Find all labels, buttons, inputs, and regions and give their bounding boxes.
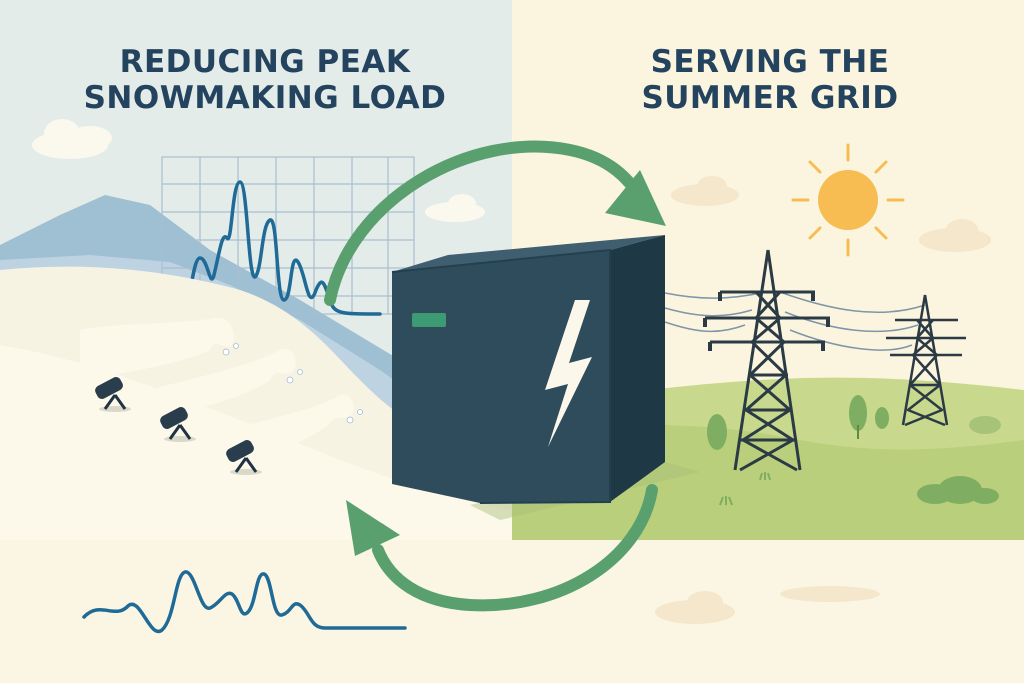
title-left-line-2: SNOWMAKING LOAD (83, 80, 447, 116)
bush-icon (969, 416, 1001, 434)
tree-icon (875, 407, 889, 429)
cloud-icon (32, 119, 112, 159)
title-left-line-1: REDUCING PEAK (119, 44, 411, 80)
title-left-panel: REDUCING PEAK SNOWMAKING LOAD (30, 44, 500, 116)
title-right-line-1: SERVING THE (650, 44, 890, 80)
bush-icon (917, 476, 999, 504)
power-pylon-icon (886, 294, 966, 427)
title-right-line-2: SUMMER GRID (641, 80, 899, 116)
tree-icon (849, 395, 867, 439)
cloud-icon (919, 219, 991, 252)
snow-wave-1 (80, 317, 235, 380)
snow-spray (222, 343, 363, 424)
cycle-arrow-icon (324, 140, 666, 306)
cloud-icon (655, 591, 735, 624)
lightning-bolt-icon (545, 300, 592, 447)
cloud-icon (780, 586, 880, 602)
battery-storage-unit (391, 235, 700, 520)
status-indicator (412, 313, 446, 327)
snow-cannon-icon (226, 440, 262, 475)
cloud-icon (671, 176, 739, 206)
snow-cannon-icon (95, 377, 131, 412)
peak-load-curve (160, 180, 382, 316)
snow-cannon-icon (160, 407, 196, 442)
insulators (703, 292, 830, 351)
grass-tufts (719, 472, 771, 506)
title-right-panel: SERVING THE SUMMER GRID (560, 44, 980, 116)
sun-icon (791, 143, 905, 257)
cloud-icon (425, 194, 485, 222)
snow-foreground (0, 345, 512, 540)
load-wave-line (82, 570, 407, 634)
power-pylon-icon (705, 249, 830, 472)
tree-icon (707, 414, 727, 450)
cycle-arrow-icon (346, 484, 658, 612)
